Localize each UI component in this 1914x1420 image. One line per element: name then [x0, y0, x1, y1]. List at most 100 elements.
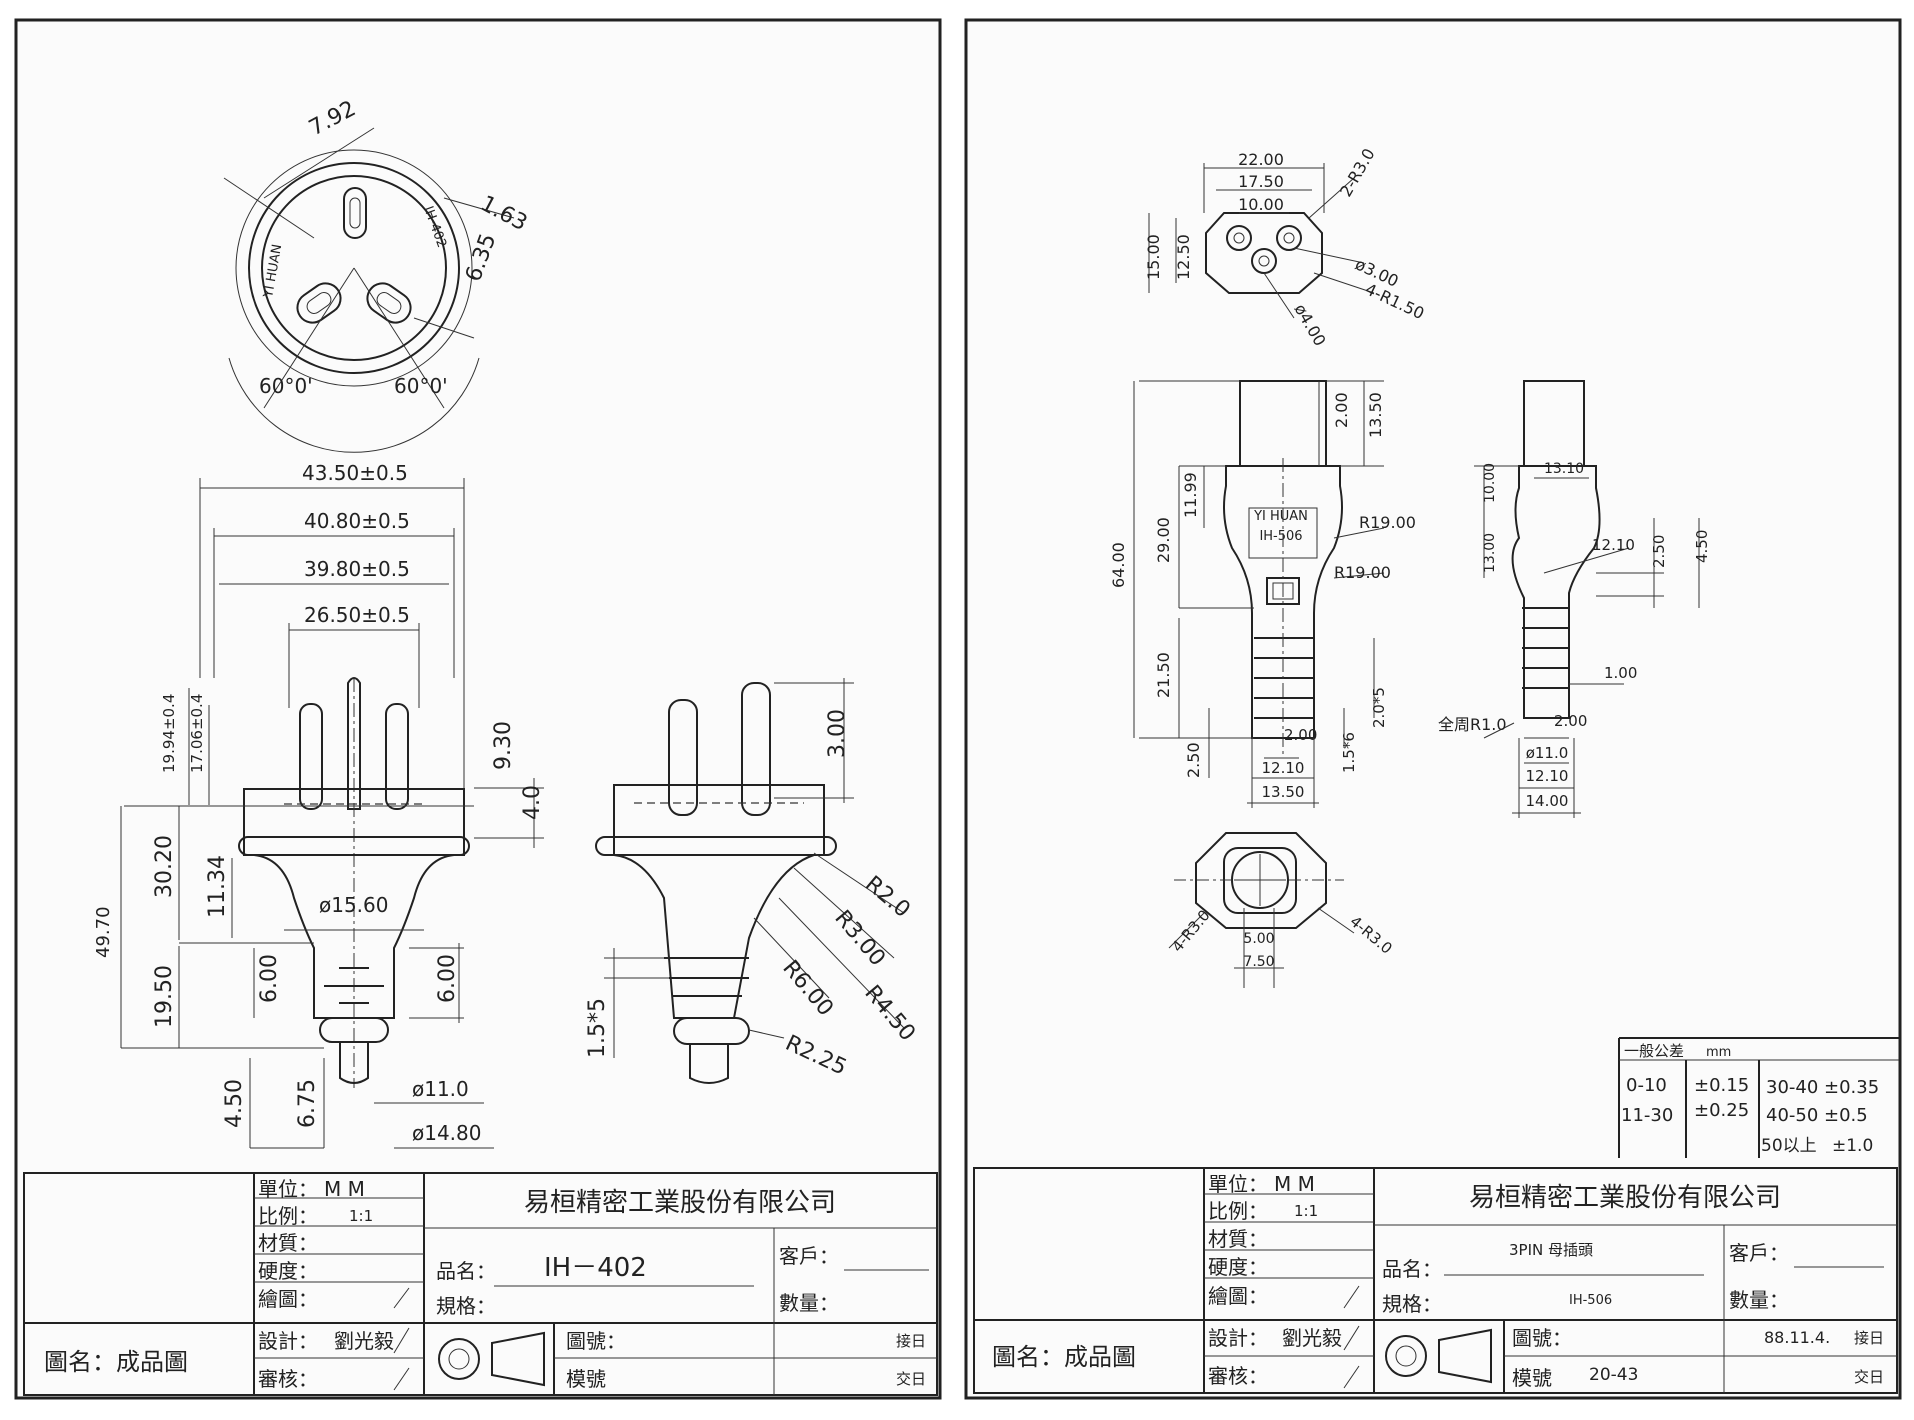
front-dim-1210: 12.10 — [1262, 759, 1305, 777]
tolerance-r3-c4: ±1.0 — [1832, 1136, 1873, 1156]
tolerance-r1-c4: ±0.35 — [1824, 1077, 1879, 1098]
tolerance-r1-c1: 0-10 — [1626, 1075, 1667, 1096]
side-dim-1210-top: 12.10 — [1592, 536, 1635, 554]
side-dim-200: 2.00 — [1554, 712, 1587, 730]
left-side-view: 3.00 R2.0 R3.00 R4.50 R6.00 R2.25 1.5*5 — [585, 678, 920, 1084]
left-tb-review-label: 審核： — [258, 1367, 318, 1391]
front-dim-6400: 64.00 — [1109, 542, 1128, 588]
front-dim-1350-right: 13.50 — [1366, 392, 1385, 438]
top-dim-1750: 17.50 — [1238, 172, 1284, 191]
side-dim-450: 4.50 — [1693, 530, 1711, 563]
front-dim-4080: 40.80±0.5 — [304, 509, 410, 533]
front-dim-600-right: 6.00 — [435, 954, 460, 1003]
front-dim-250: 2.50 — [1184, 742, 1203, 778]
left-tb-qty-label: 數量： — [779, 1291, 839, 1315]
front-dim-1994: 19.94±0.4 — [160, 694, 178, 773]
right-tb-deliver-label: 交日 — [1854, 1368, 1884, 1386]
left-tb-drawn-label: 繪圖： — [258, 1287, 318, 1311]
bottom-dim-500: 5.00 — [1243, 931, 1274, 947]
right-tb-drawing-no-label: 圖號： — [1512, 1326, 1572, 1350]
right-tb-spec-label: 規格： — [1382, 1292, 1442, 1316]
front-dim-1950: 19.50 — [152, 965, 177, 1028]
right-tb-spec-value: IH-506 — [1569, 1293, 1612, 1308]
front-dim-15x6: 1.5*6 — [1340, 732, 1358, 773]
front-model-text: IH-506 — [1259, 529, 1302, 544]
right-tb-scale-label: 比例： — [1208, 1199, 1268, 1223]
top-dim-1250: 12.50 — [1174, 234, 1193, 280]
tolerance-table: 一般公差 mm 0-10 ±0.15 30-40 ±0.35 11-30 ±0.… — [1618, 1037, 1899, 1158]
tolerance-r2-c1: 11-30 — [1621, 1105, 1673, 1126]
bottom-dim-4r30-left: 4-R3.0 — [1168, 906, 1213, 955]
left-drawing-svg: YI HUAN IH-402 7.92 1.63 6.35 60°0' 60°0… — [14, 18, 942, 1400]
front-dim-4970: 49.70 — [93, 906, 114, 958]
side-dim-300: 3.00 — [825, 709, 850, 758]
top-dim-1000: 10.00 — [1238, 195, 1284, 214]
front-dim-3980: 39.80±0.5 — [304, 557, 410, 581]
right-tb-company: 易桓精密工業股份有限公司 — [1469, 1183, 1781, 1213]
right-tb-product-value: 3PIN 母插頭 — [1509, 1241, 1593, 1259]
right-tb-material-label: 材質： — [1208, 1227, 1268, 1251]
bottom-dim-750: 7.50 — [1243, 954, 1274, 970]
right-tb-scale-value: 1:1 — [1294, 1202, 1318, 1220]
front-dim-600-left: 6.00 — [257, 954, 282, 1003]
front-dim-r1900-a: R19.00 — [1359, 513, 1416, 532]
face-angle-left: 60°0' — [259, 374, 313, 398]
front-brand-text: YI HUAN — [1253, 509, 1308, 524]
side-dim-15x5: 1.5*5 — [585, 998, 610, 1058]
bottom-dim-4r30-right: 4-R3.0 — [1346, 912, 1395, 957]
side-dim-100: 1.00 — [1604, 664, 1637, 682]
side-dim-1400: 14.00 — [1526, 792, 1569, 810]
front-dim-930: 9.30 — [491, 721, 516, 770]
front-dim-3020: 30.20 — [152, 835, 177, 898]
left-tb-hardness-label: 硬度： — [258, 1259, 318, 1283]
side-dim-1310: 13.10 — [1544, 461, 1584, 477]
left-drawing-sheet: YI HUAN IH-402 7.92 1.63 6.35 60°0' 60°0… — [14, 18, 942, 1400]
right-tb-mold-no-label: 模號 — [1512, 1366, 1552, 1390]
right-tb-date-value: 88.11.4. — [1764, 1328, 1830, 1347]
left-tb-unit-label: 單位： — [258, 1177, 318, 1201]
front-dim-450: 4.50 — [222, 1079, 247, 1128]
left-tb-customer-label: 客戶： — [779, 1244, 839, 1268]
front-dim-1706: 17.06±0.4 — [188, 694, 206, 773]
side-dim-250: 2.50 — [1650, 535, 1668, 568]
top-dim-1500: 15.00 — [1144, 234, 1163, 280]
top-dim-2r30: 2-R3.0 — [1336, 145, 1379, 200]
side-dim-r20: R2.0 — [860, 871, 915, 922]
right-tb-drawing-name: 圖名：成品圖 — [992, 1343, 1136, 1371]
tolerance-r2-c3: 40-50 — [1766, 1105, 1818, 1126]
right-tb-receive-label: 接日 — [1854, 1329, 1884, 1347]
left-tb-scale-label: 比例： — [258, 1204, 318, 1228]
front-dim-r1900-b: R19.00 — [1334, 563, 1391, 582]
left-tb-company: 易桓精密工業股份有限公司 — [524, 1188, 836, 1218]
top-dim-2200: 22.00 — [1238, 150, 1284, 169]
front-dim-40: 4.0 — [520, 785, 545, 820]
left-front-view: 43.50±0.5 40.80±0.5 39.80±0.5 26.50±0.5 … — [93, 461, 545, 1149]
tolerance-r2-c4: ±0.5 — [1824, 1105, 1868, 1126]
front-dim-20x5: 2.0*5 — [1370, 687, 1388, 728]
right-tb-product-label: 品名： — [1382, 1257, 1442, 1281]
side-dim-1000: 10.00 — [1482, 463, 1498, 503]
face-angle-right: 60°0' — [394, 374, 448, 398]
front-dim-675: 6.75 — [295, 1079, 320, 1128]
front-dim-1134: 11.34 — [205, 855, 230, 918]
left-tb-unit-value: M M — [324, 1177, 365, 1201]
side-dim-1210-bottom: 12.10 — [1526, 767, 1569, 785]
front-dim-2150: 21.50 — [1154, 652, 1173, 698]
tolerance-r1-c3: 30-40 — [1766, 1077, 1818, 1098]
right-tb-drawn-label: 繪圖： — [1208, 1284, 1268, 1308]
right-tb-design-value: 劉光毅 — [1282, 1326, 1342, 1350]
left-tb-product-value: IH－402 — [544, 1253, 647, 1283]
tolerance-r1-c2: ±0.15 — [1694, 1075, 1749, 1096]
face-dim-635: 6.35 — [461, 230, 501, 285]
front-dim-2900: 29.00 — [1154, 517, 1173, 563]
tolerance-r3-c3: 50以上 — [1761, 1136, 1817, 1156]
left-face-view: YI HUAN IH-402 7.92 1.63 6.35 60°0' 60°0… — [223, 96, 531, 453]
front-dim-200-top: 2.00 — [1332, 392, 1351, 428]
front-dia-1560: ø15.60 — [319, 893, 389, 917]
top-dim-dia400: ø4.00 — [1291, 301, 1330, 350]
right-tb-unit-label: 單位： — [1208, 1172, 1268, 1196]
left-tb-scale-value: 1:1 — [349, 1207, 373, 1225]
front-dia-1480: ø14.80 — [412, 1121, 482, 1145]
front-dim-4350: 43.50±0.5 — [302, 461, 408, 485]
right-tb-unit-value: M M — [1274, 1172, 1315, 1196]
